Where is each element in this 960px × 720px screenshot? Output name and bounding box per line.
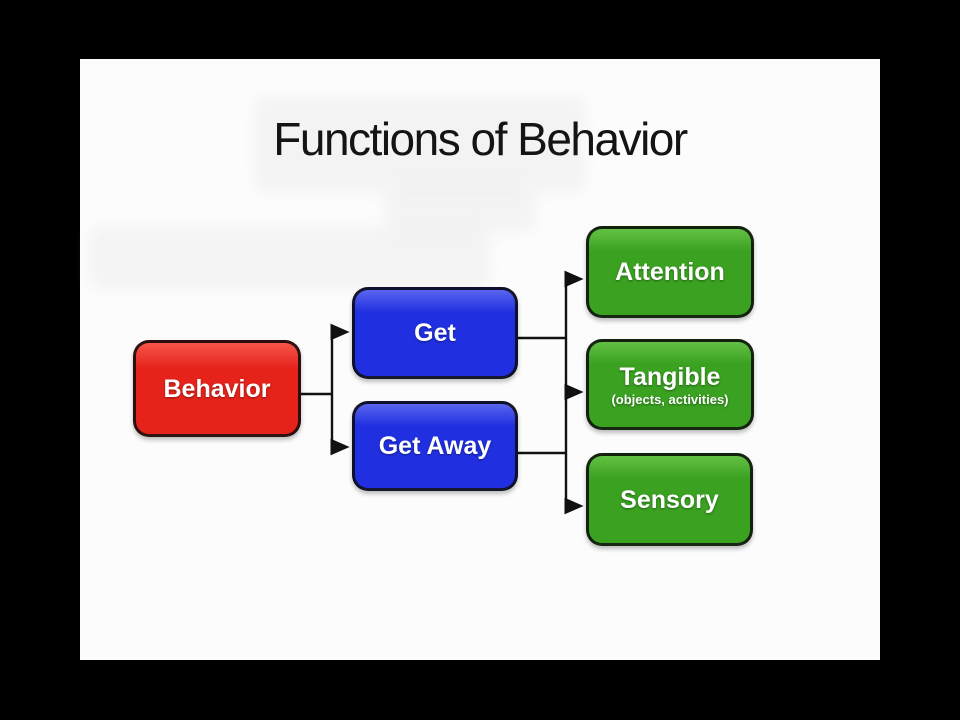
node-behavior-label: Behavior — [163, 374, 271, 403]
node-attention-label: Attention — [615, 258, 725, 286]
connector-lines — [301, 270, 584, 515]
slide-title: Functions of Behavior — [273, 113, 688, 165]
node-get-away-label: Get Away — [378, 432, 492, 460]
node-attention: Attention — [586, 226, 754, 318]
node-tangible-sublabel: (objects, activities) — [611, 391, 729, 407]
edge-get-split — [518, 270, 584, 515]
edge-behavior-split — [301, 323, 350, 456]
node-get-label: Get — [414, 319, 456, 347]
node-tangible: Tangible (objects, activities) — [586, 339, 754, 430]
node-get-away: Get Away — [352, 401, 518, 491]
node-sensory-label: Sensory — [620, 485, 719, 514]
node-get: Get — [352, 287, 518, 379]
slide: Functions of Behavior — [80, 59, 880, 660]
node-sensory: Sensory — [586, 453, 753, 546]
node-tangible-label: Tangible — [619, 362, 721, 391]
node-behavior: Behavior — [133, 340, 301, 437]
